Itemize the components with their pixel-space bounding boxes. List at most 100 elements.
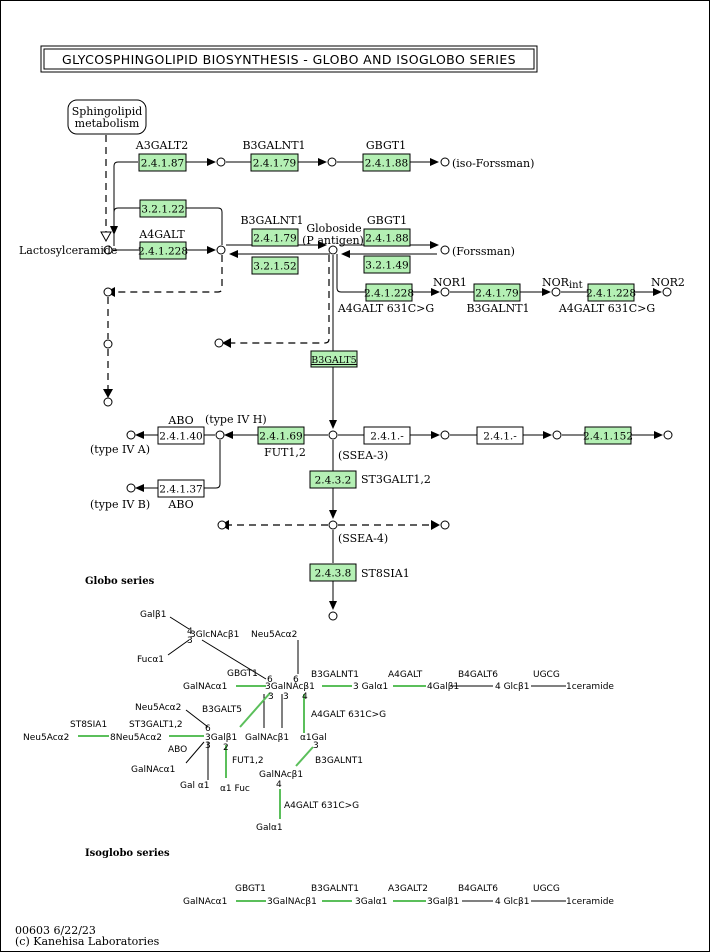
compound-node[interactable] [440,430,450,440]
enzyme-box-2.4.1.228[interactable]: 2.4.1.228 [138,241,188,260]
svg-text:6: 6 [205,724,211,734]
svg-text:Gal α1: Gal α1 [180,781,210,791]
svg-text:2.4.3.8: 2.4.3.8 [315,568,352,580]
compound-node[interactable] [216,157,226,167]
map-title: GLYCOSPHINGOLIPID BIOSYNTHESIS - GLOBO A… [40,45,538,73]
enzyme-box-b3galt5[interactable]: B3GALT5 [310,350,358,368]
footer: 00603 6/22/23 (c) Kanehisa Laboratories [15,924,160,948]
enzyme-box-2.4.1.37[interactable]: 2.4.1.37 [157,479,205,498]
enzyme-box-2.4.1.40[interactable]: 2.4.1.40 [157,426,205,445]
map-link-sphingolipid[interactable]: Sphingolipid metabolism [67,99,147,135]
compound-node[interactable] [103,339,113,349]
compound-node[interactable] [328,611,338,621]
enzyme-box-3.2.1.49[interactable]: 3.2.1.49 [363,255,411,274]
compound-node-globoside[interactable] [328,245,338,255]
enzyme-box-3.2.1.52[interactable]: 3.2.1.52 [251,256,299,275]
svg-text:2.4.1.-: 2.4.1.- [483,431,517,443]
svg-text:2.4.1.228: 2.4.1.228 [138,246,188,258]
type-iv-h-label[interactable]: (type IV H) [205,413,267,426]
svg-text:B3GALNT1: B3GALNT1 [311,670,359,680]
svg-text:2.4.1.-: 2.4.1.- [370,431,404,443]
enzyme-box-2.4.3.8[interactable]: 2.4.3.8 [309,563,357,582]
svg-text:A4GALT: A4GALT [388,670,423,680]
enzyme-box-2.4.1.79[interactable]: 2.4.1.79 [250,153,299,172]
globoside-label[interactable]: Globoside [306,222,361,235]
compound-node[interactable] [327,157,337,167]
enzyme-box-2.4.1.79[interactable]: 2.4.1.79 [473,283,521,302]
svg-text:GalNAcα1: GalNAcα1 [183,897,227,907]
svg-text:4: 4 [302,692,308,702]
svg-text:4 Glcβ1: 4 Glcβ1 [495,897,529,907]
enzyme-box-2.4.1.-[interactable]: 2.4.1.- [476,426,524,445]
enzyme-box-2.4.3.2[interactable]: 2.4.3.2 [309,470,357,489]
nor2-label[interactable]: NOR2 [651,276,685,289]
compound-node-type-iv-a[interactable] [126,430,136,440]
compound-node-nor2[interactable] [662,287,672,297]
svg-text:3.2.1.52: 3.2.1.52 [253,261,296,273]
compound-node[interactable] [663,430,673,440]
nor-int-label[interactable]: NORint [542,276,583,291]
compound-node-type-iv-h[interactable] [215,430,225,440]
compound-node[interactable] [216,245,226,255]
svg-text:3Galβ1: 3Galβ1 [427,897,459,907]
type-iv-b-label[interactable]: (type IV B) [90,498,150,511]
svg-text:A4GALT 631C>G: A4GALT 631C>G [284,801,359,811]
svg-text:3.2.1.22: 3.2.1.22 [141,204,184,216]
svg-text:6: 6 [293,675,299,685]
compound-node[interactable] [103,287,113,297]
enzyme-box-2.4.1.79[interactable]: 2.4.1.79 [251,228,299,247]
type-iv-a-label[interactable]: (type IV A) [90,443,150,456]
enzyme-box-2.4.1.88[interactable]: 2.4.1.88 [363,228,411,247]
enzyme-box-2.4.1.69[interactable]: 2.4.1.69 [257,426,305,445]
lactosylceramide-label[interactable]: Lactosylceramide [19,244,117,257]
svg-text:B3GALNT1: B3GALNT1 [466,302,529,315]
enzyme-box-2.4.1.88[interactable]: 2.4.1.88 [362,153,411,172]
pathway-lines [100,135,663,610]
forssman-label[interactable]: (Forssman) [452,245,515,258]
compound-node-norint[interactable] [551,287,561,297]
globo-series-structure: Globo series Galβ1 4 3GlcNAcβ1 Fucα1 3 N… [23,576,614,833]
ssea4-label[interactable]: (SSEA-4) [338,532,388,545]
svg-text:4: 4 [276,780,282,790]
compound-node-ssea4[interactable] [328,520,338,530]
compound-node[interactable] [440,520,450,530]
enzyme-box-2.4.1.152[interactable]: 2.4.1.152 [583,426,633,445]
svg-text:3Galβ1: 3Galβ1 [205,733,237,743]
enzyme-box-2.4.1.228[interactable]: 2.4.1.228 [364,283,414,302]
compound-node[interactable] [552,430,562,440]
svg-text:2.4.1.87: 2.4.1.87 [141,158,184,170]
compound-node[interactable] [103,245,113,255]
svg-text:A4GALT 631C>G: A4GALT 631C>G [337,302,434,315]
compound-node[interactable] [440,157,450,167]
svg-text:A4GALT 631C>G: A4GALT 631C>G [311,710,386,720]
svg-text:Neu5Acα2: Neu5Acα2 [135,703,181,713]
enzyme-box-2.4.1.228[interactable]: 2.4.1.228 [586,283,636,302]
enzyme-box-2.4.1.87[interactable]: 2.4.1.87 [138,153,187,172]
svg-text:2.4.3.2: 2.4.3.2 [315,475,352,487]
svg-text:2.4.1.79: 2.4.1.79 [253,233,296,245]
iso-forssman-label[interactable]: (iso-Forssman) [452,157,534,170]
svg-text:Galβ1: Galβ1 [140,610,166,620]
svg-text:1ceramide: 1ceramide [566,682,614,692]
svg-text:GBGT1: GBGT1 [366,139,406,152]
svg-text:1ceramide: 1ceramide [566,897,614,907]
compound-node-nor1[interactable] [440,287,450,297]
map-id: 00603 6/22/23 [15,924,96,937]
compound-node[interactable] [440,245,450,255]
nor1-label[interactable]: NOR1 [433,276,467,289]
compound-node-ssea3[interactable] [328,430,338,440]
enzyme-box-2.4.1.-[interactable]: 2.4.1.- [363,426,411,445]
svg-text:ST3GALT1,2: ST3GALT1,2 [129,720,183,730]
ssea3-label[interactable]: (SSEA-3) [338,449,388,462]
svg-text:4: 4 [187,627,193,637]
svg-text:Galα1: Galα1 [256,823,283,833]
svg-text:GBGT1: GBGT1 [227,669,258,679]
compound-node-type-iv-b[interactable] [126,483,136,493]
svg-text:UGCG: UGCG [533,670,560,680]
compound-node[interactable] [214,338,224,348]
p-antigen-label[interactable]: (P antigen) [302,234,364,247]
enzyme-box-3.2.1.22[interactable]: 3.2.1.22 [139,199,187,218]
compound-node[interactable] [103,397,113,407]
compound-node[interactable] [217,520,227,530]
